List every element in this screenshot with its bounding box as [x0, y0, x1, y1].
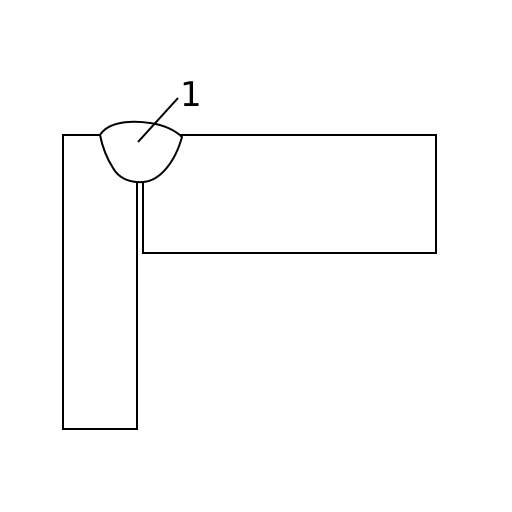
weld-bead — [98, 120, 184, 184]
callout-label: 1 — [180, 75, 202, 115]
horizontal-plate — [142, 134, 437, 254]
callout-leader-line — [137, 97, 179, 143]
